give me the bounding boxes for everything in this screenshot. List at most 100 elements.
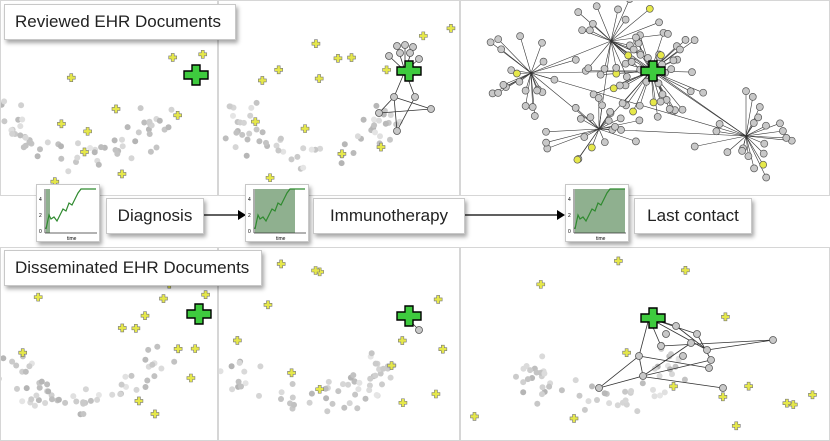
network-edge xyxy=(604,40,612,69)
document-dot xyxy=(520,389,527,396)
event-label-immunotherapy[interactable]: Immunotherapy xyxy=(313,198,465,234)
document-dot xyxy=(256,138,263,145)
document-dot xyxy=(379,381,385,388)
document-dot xyxy=(149,361,156,368)
yellow-plus-icon xyxy=(300,124,310,133)
document-dot xyxy=(346,400,353,407)
network-edge xyxy=(745,96,754,137)
yellow-plus-icon xyxy=(431,389,441,399)
network-edge xyxy=(490,42,532,74)
document-dot xyxy=(387,112,394,118)
network-node xyxy=(528,103,537,111)
document-dot xyxy=(355,386,362,393)
network-node xyxy=(494,89,502,97)
document-dot xyxy=(132,138,139,145)
document-dot xyxy=(80,411,87,417)
network-edge xyxy=(530,70,652,74)
yellow-plus-icon xyxy=(173,344,183,354)
document-dot xyxy=(122,373,129,380)
timeline-thumbnail-last-contact[interactable]: 4 2 0 time xyxy=(565,184,629,242)
yellow-plus-icon xyxy=(315,384,324,394)
network-node xyxy=(494,35,503,44)
disseminated-panel-3 xyxy=(460,247,830,441)
network-node xyxy=(530,112,539,120)
document-dot xyxy=(345,381,352,388)
document-dot xyxy=(594,397,600,403)
network-node xyxy=(578,26,586,35)
yellow-plus-icon xyxy=(569,414,579,423)
network-node xyxy=(626,1,633,3)
yellow-plus-icon xyxy=(387,361,396,370)
document-dot xyxy=(235,378,242,385)
document-dot xyxy=(111,137,118,144)
network-edge xyxy=(598,40,612,130)
document-dot xyxy=(367,375,374,382)
document-dot xyxy=(539,391,545,398)
event-label-diagnosis[interactable]: Diagnosis xyxy=(106,198,204,234)
document-dot xyxy=(33,392,40,399)
document-dot xyxy=(661,389,668,396)
document-dot xyxy=(585,398,592,405)
yellow-plus-icon xyxy=(398,336,407,345)
network-edge xyxy=(719,123,747,137)
network-node xyxy=(636,50,645,59)
document-dot xyxy=(351,378,358,385)
disseminated-section-title: Disseminated EHR Documents xyxy=(4,250,262,286)
green-plus-icon xyxy=(640,60,666,82)
green-plus-icon xyxy=(183,64,209,86)
document-dot xyxy=(244,136,251,143)
yellow-plus-icon xyxy=(140,311,150,320)
network-node xyxy=(690,36,699,44)
yellow-plus-icon xyxy=(788,400,798,409)
document-dot xyxy=(651,393,658,400)
network-node xyxy=(759,149,768,158)
yellow-plus-icon xyxy=(150,409,160,419)
yellow-plus-icon xyxy=(57,119,66,129)
document-dot xyxy=(329,400,336,407)
yellow-plus-icon xyxy=(18,348,28,358)
document-dot xyxy=(151,373,158,380)
document-dot xyxy=(23,385,30,392)
document-dot xyxy=(156,117,163,124)
yellow-plus-icon xyxy=(190,344,200,353)
event-label-last-contact[interactable]: Last contact xyxy=(634,198,752,234)
document-dot xyxy=(230,112,236,119)
document-dot xyxy=(239,131,246,138)
document-dot xyxy=(380,365,387,372)
document-dot xyxy=(22,368,29,375)
yellow-plus-icon xyxy=(274,65,283,75)
network-node xyxy=(497,45,506,54)
document-dot xyxy=(362,395,369,402)
network-node xyxy=(749,119,758,127)
network-edge xyxy=(547,128,600,149)
network-edge xyxy=(546,128,600,143)
network-node xyxy=(614,5,622,14)
yellow-plus-icon xyxy=(66,73,76,82)
yellow-plus-icon xyxy=(173,111,182,120)
document-dot xyxy=(17,123,24,130)
network-node xyxy=(760,139,769,148)
document-dot xyxy=(55,396,62,403)
y-tick: 0 xyxy=(568,229,571,235)
network-node xyxy=(635,101,644,110)
yellow-plus-icon xyxy=(117,323,127,333)
yellow-plus-icon xyxy=(782,398,792,408)
document-dot xyxy=(368,350,375,357)
document-dot xyxy=(44,139,51,146)
document-dot xyxy=(681,376,688,383)
timeline-thumbnail-diagnosis[interactable]: 4 2 0 time xyxy=(36,184,100,242)
network-node xyxy=(521,102,530,110)
document-dot xyxy=(322,385,329,392)
x-axis-label: time xyxy=(67,236,77,241)
document-dot xyxy=(133,386,140,393)
green-plus-icon xyxy=(186,303,212,325)
network-node xyxy=(759,160,768,169)
document-dot xyxy=(376,117,382,124)
document-dot xyxy=(135,129,142,136)
document-dot xyxy=(128,155,135,162)
timeline-thumbnail-immunotherapy[interactable]: 4 2 0 time xyxy=(245,184,309,242)
document-dot xyxy=(622,388,629,395)
network-edge xyxy=(610,19,626,42)
document-dot xyxy=(669,371,675,378)
document-dot xyxy=(377,133,383,140)
